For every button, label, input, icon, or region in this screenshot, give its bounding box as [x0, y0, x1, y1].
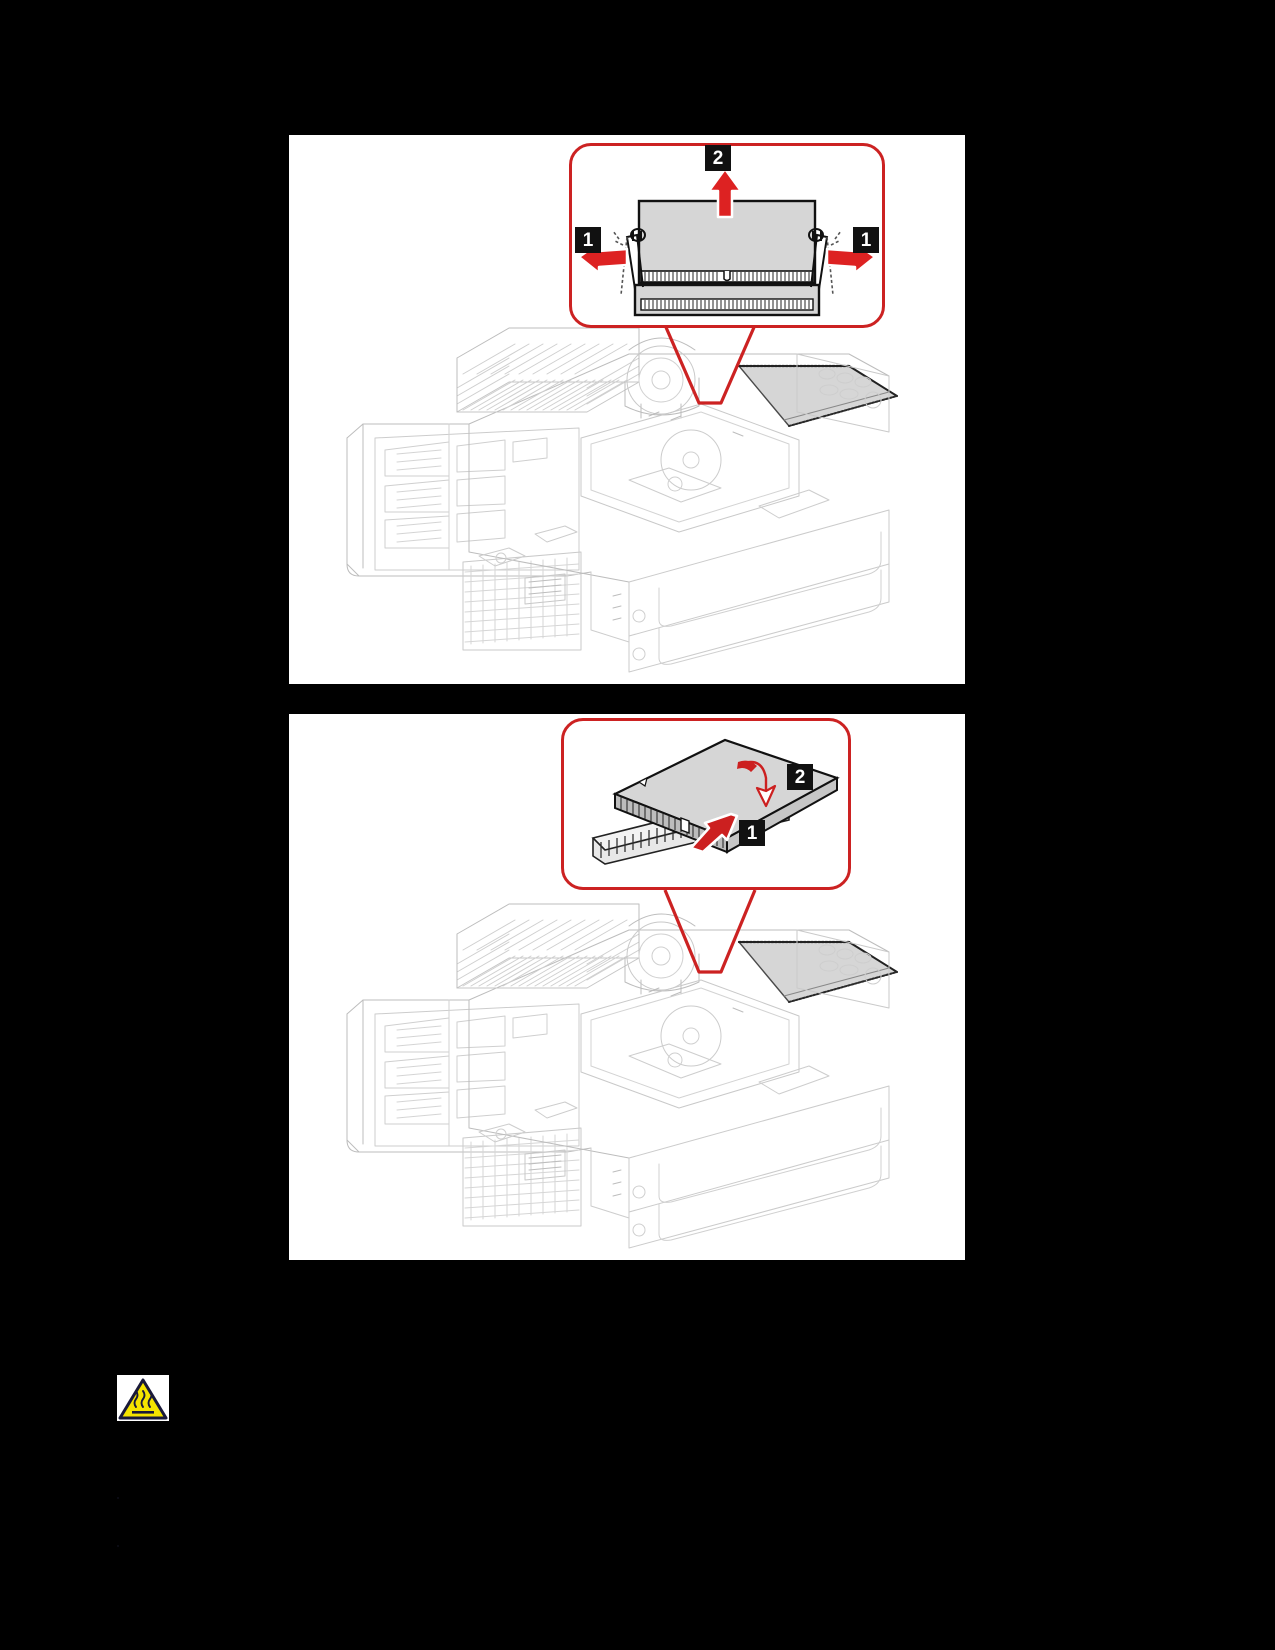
callout-memory-removal: 2 1 1	[569, 143, 885, 328]
figure-memory-module-removal: 2 1 1	[289, 135, 965, 684]
notice-text-line-2	[117, 1545, 119, 1547]
hot-surface-warning-icon	[117, 1375, 169, 1421]
chassis-line-art-removal	[346, 327, 898, 673]
step-badge-2: 2	[705, 145, 731, 171]
left-retaining-clip	[625, 228, 646, 290]
memory-module-angled-diagram	[591, 738, 840, 865]
arrow-pivot-module-down	[737, 760, 777, 808]
callout-memory-installation: 1 2	[561, 718, 851, 890]
arrow-insert-module	[689, 812, 739, 854]
step-badge-1-right: 1	[853, 227, 879, 253]
step-badge-1-left: 1	[575, 227, 601, 253]
memory-module-and-socket-diagram	[612, 199, 842, 317]
step-badge-2: 2	[787, 764, 813, 790]
figure-memory-module-installation: 1 2	[289, 714, 965, 1260]
chassis-line-art-installation	[346, 903, 898, 1249]
step-badge-1: 1	[739, 820, 765, 846]
right-retaining-clip	[808, 228, 829, 290]
arrow-lift-module-up	[707, 167, 743, 219]
notice-text-line-1	[117, 1497, 119, 1499]
